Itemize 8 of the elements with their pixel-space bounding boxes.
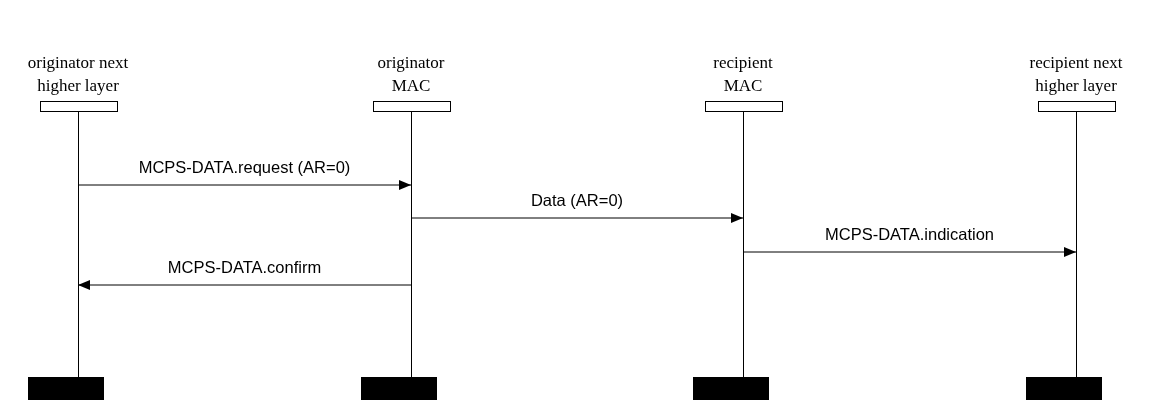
message-arrow (410, 213, 744, 223)
participant-label: originator MAC (376, 52, 446, 97)
participant-label: recipient MAC (712, 52, 774, 97)
message-arrow (742, 247, 1077, 257)
message-arrow (77, 280, 412, 290)
participant-label: originator next higher layer (26, 52, 130, 97)
participant-label: recipient next higher layer (1028, 52, 1124, 97)
message-arrow (77, 180, 412, 190)
